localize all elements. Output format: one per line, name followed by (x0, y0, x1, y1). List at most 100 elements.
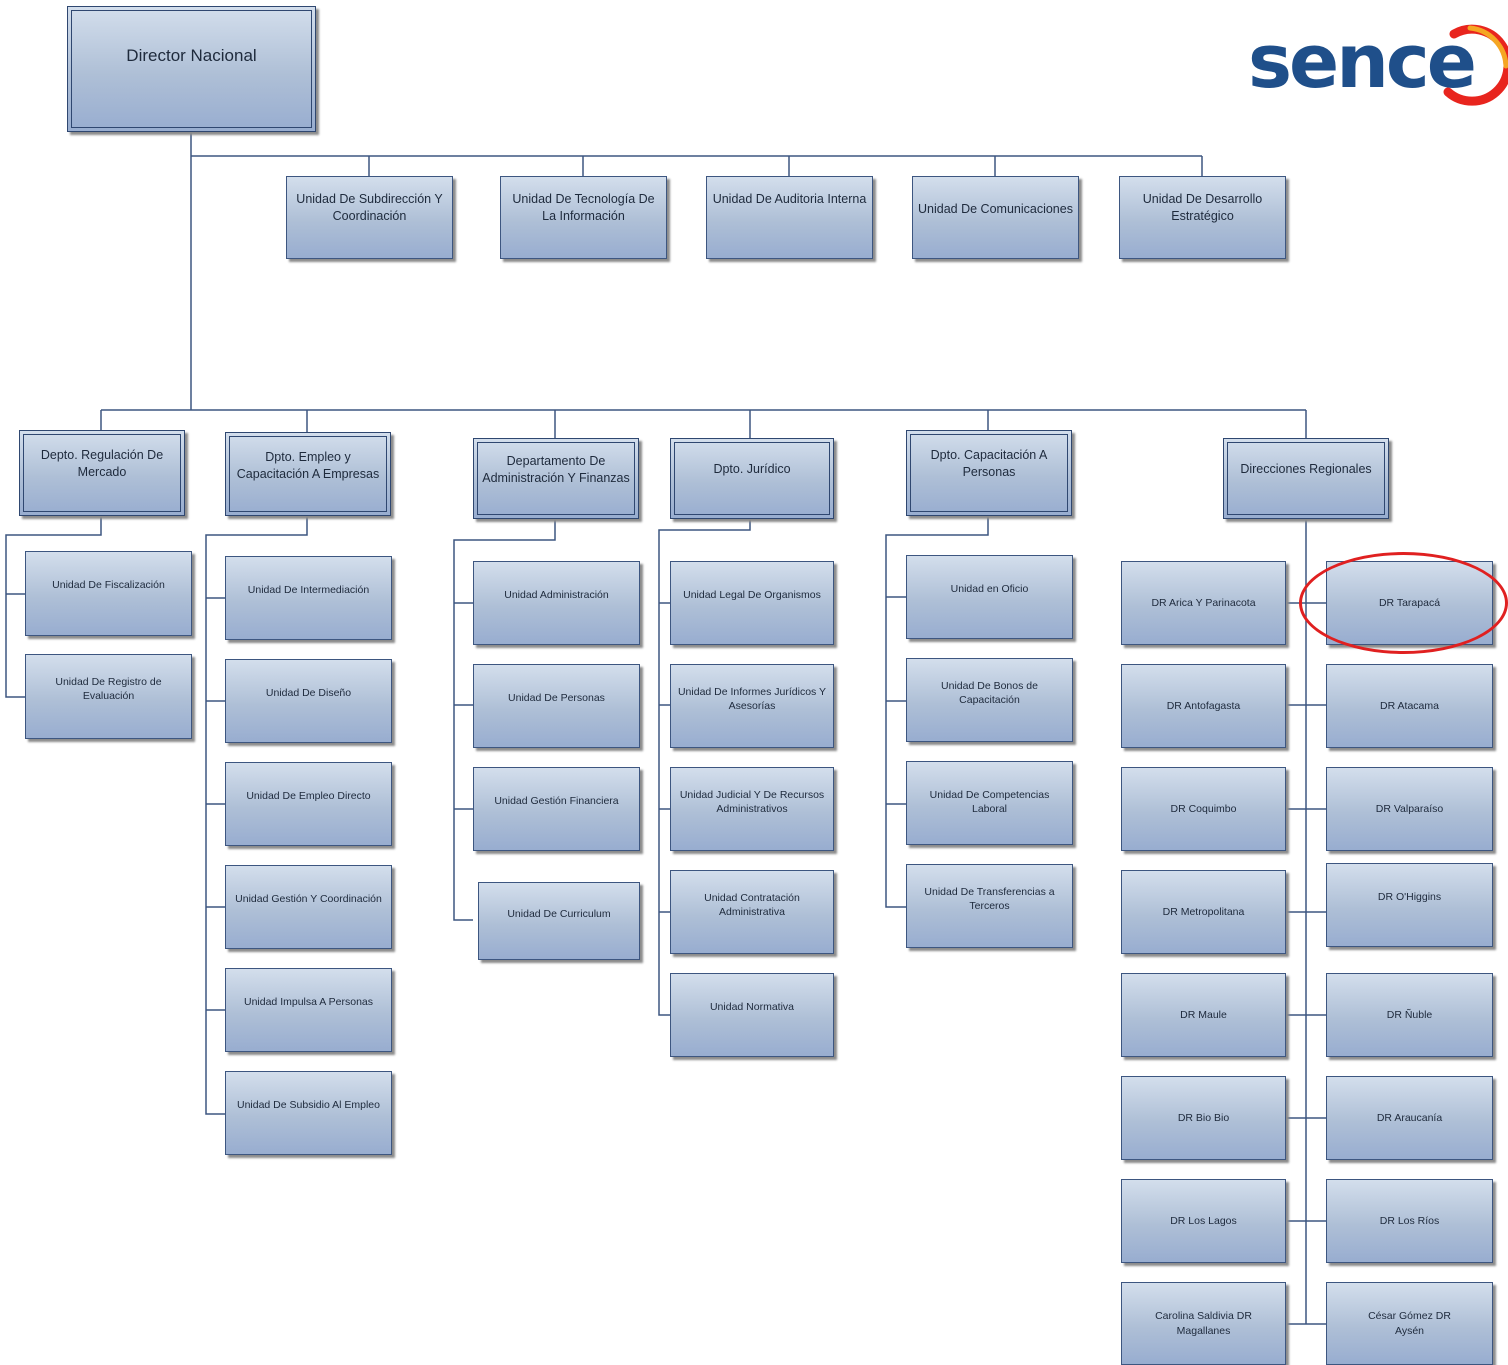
node-label: Dpto. Empleo y Capacitación A Empresas (236, 450, 380, 481)
node-label: Unidad De Comunicaciones (918, 202, 1073, 216)
node-unidad-contratacion: Unidad Contratación Administrativa (670, 870, 834, 954)
node-label: DR Antofagasta (1166, 699, 1241, 712)
node-label: Unidad De Competencias Laboral (929, 789, 1050, 816)
node-dpto-juridico: Dpto. Jurídico (670, 438, 834, 519)
node-label: DR Coquimbo (1170, 802, 1237, 815)
node-unidad-intermediacion: Unidad De Intermediación (225, 556, 392, 640)
node-dr-araucania: DR Araucanía (1326, 1076, 1493, 1160)
highlight-ellipse (1299, 552, 1508, 654)
node-label: Unidad De Bonos de Capacitación (941, 680, 1038, 707)
node-direcciones-regionales: Direcciones Regionales (1223, 438, 1389, 519)
node-depto-regulacion: Depto. Regulación De Mercado (19, 430, 185, 516)
node-dr-bio-bio: DR Bio Bio (1121, 1076, 1286, 1160)
node-label: Unidad Normativa (709, 1001, 795, 1013)
node-dr-antofagasta: DR Antofagasta (1121, 664, 1286, 748)
node-dr-ohiggins: DR O'Higgins (1326, 863, 1493, 947)
node-dpto-capacitacion: Dpto. Capacitación A Personas (906, 430, 1072, 516)
node-unidad-fiscalizacion: Unidad De Fiscalización (25, 551, 192, 636)
node-label: Unidad De Desarrollo Estratégico (1142, 192, 1263, 223)
node-dr-arica: DR Arica Y Parinacota (1121, 561, 1286, 645)
node-depto-administracion: Departamento De Administración Y Finanza… (473, 438, 639, 519)
logo-text: sence (1248, 19, 1477, 105)
sence-logo: sence (1248, 18, 1508, 110)
node-label: DR Valparaíso (1375, 802, 1444, 815)
node-unidad-subdireccion: Unidad De Subdirección Y Coordinación (286, 176, 453, 259)
node-label: Unidad De Intermediación (247, 584, 370, 596)
node-label: Unidad De Tecnología De La Información (512, 192, 655, 223)
node-unidad-curriculum: Unidad De Curriculum (478, 882, 640, 960)
node-label: Depto. Regulación De Mercado (40, 448, 164, 479)
node-label: DR Ñuble (1386, 1008, 1433, 1021)
node-unidad-oficio: Unidad en Oficio (906, 555, 1073, 639)
node-unidad-transferencias: Unidad De Transferencias a Terceros (906, 864, 1073, 948)
node-unidad-comunicaciones: Unidad De Comunicaciones (912, 176, 1079, 259)
node-label: DR Arica Y Parinacota (1151, 596, 1256, 609)
node-label: DR O'Higgins (1377, 891, 1442, 903)
node-unidad-competencias: Unidad De Competencias Laboral (906, 761, 1073, 845)
node-unidad-administracion: Unidad Administración (473, 561, 640, 645)
node-dr-valparaiso: DR Valparaíso (1326, 767, 1493, 851)
node-unidad-personas: Unidad De Personas (473, 664, 640, 748)
node-director-nacional: Director Nacional (67, 6, 316, 132)
node-label: Dpto. Jurídico (713, 462, 791, 476)
node-label: Unidad De Personas (508, 692, 605, 704)
node-unidad-tecnologia: Unidad De Tecnología De La Información (500, 176, 667, 259)
node-dr-magallanes: Carolina Saldivia DR Magallanes (1121, 1282, 1286, 1365)
node-label: Unidad Judicial Y De Recursos Administra… (679, 789, 825, 816)
node-label: Unidad Gestión Y Coordinación (235, 893, 382, 905)
node-dr-los-lagos: DR Los Lagos (1121, 1179, 1286, 1263)
node-label: Unidad De Registro de Evaluación (55, 676, 162, 703)
node-label: Unidad De Subsidio Al Empleo (236, 1099, 380, 1111)
node-label: Carolina Saldivia DR Magallanes (1155, 1310, 1252, 1337)
node-label: Unidad De Curriculum (507, 908, 611, 920)
node-label: DR Atacama (1380, 699, 1439, 712)
node-label: Unidad De Transferencias a Terceros (924, 886, 1055, 913)
node-label: DR Los Lagos (1170, 1214, 1237, 1227)
node-dr-coquimbo: DR Coquimbo (1121, 767, 1286, 851)
node-label: Unidad Contratación Administrativa (704, 892, 800, 919)
node-label: Unidad Impulsa A Personas (244, 996, 373, 1008)
node-unidad-subsidio-empleo: Unidad De Subsidio Al Empleo (225, 1071, 392, 1155)
logo-arc-icon (1443, 24, 1508, 106)
node-unidad-legal-organismos: Unidad Legal De Organismos (670, 561, 834, 645)
node-unidad-judicial-recursos: Unidad Judicial Y De Recursos Administra… (670, 767, 834, 851)
node-unidad-informes-juridicos: Unidad De Informes Jurídicos Y Asesorías (670, 664, 834, 748)
node-label: Unidad De Fiscalización (52, 579, 165, 591)
node-label: DR Bio Bio (1177, 1111, 1230, 1124)
node-label: César Gómez DR Aysén (1368, 1310, 1451, 1337)
node-label: Unidad De Diseño (265, 687, 352, 699)
node-dr-atacama: DR Atacama (1326, 664, 1493, 748)
node-label: DR Los Ríos (1379, 1214, 1440, 1227)
node-label: Dpto. Capacitación A Personas (930, 448, 1048, 479)
node-label: DR Metropolitana (1162, 905, 1245, 918)
node-dr-maule: DR Maule (1121, 973, 1286, 1057)
node-dr-metropolitana: DR Metropolitana (1121, 870, 1286, 954)
node-unidad-diseno: Unidad De Diseño (225, 659, 392, 743)
node-label: Unidad De Informes Jurídicos Y Asesorías (677, 686, 827, 713)
node-dpto-empleo: Dpto. Empleo y Capacitación A Empresas (225, 432, 391, 516)
node-label: DR Araucanía (1376, 1111, 1443, 1124)
node-unidad-empleo-directo: Unidad De Empleo Directo (225, 762, 392, 846)
node-label: Unidad en Oficio (950, 583, 1029, 595)
node-unidad-gestion-coordinacion: Unidad Gestión Y Coordinación (225, 865, 392, 949)
node-label: Unidad Legal De Organismos (683, 589, 821, 601)
node-label: Unidad De Auditoria Interna (712, 192, 867, 206)
node-unidad-desarrollo: Unidad De Desarrollo Estratégico (1119, 176, 1286, 259)
node-unidad-impulsa-personas: Unidad Impulsa A Personas (225, 968, 392, 1052)
node-unidad-bonos: Unidad De Bonos de Capacitación (906, 658, 1073, 742)
node-label: Direcciones Regionales (1240, 462, 1372, 476)
node-unidad-gestion-financiera: Unidad Gestión Financiera (473, 767, 640, 851)
node-unidad-registro-evaluacion: Unidad De Registro de Evaluación (25, 654, 192, 739)
node-unidad-normativa: Unidad Normativa (670, 973, 834, 1057)
node-label: Unidad De Empleo Directo (246, 790, 371, 802)
node-dr-nuble: DR Ñuble (1326, 973, 1493, 1057)
node-label: Unidad De Subdirección Y Coordinación (296, 192, 443, 223)
node-dr-los-rios: DR Los Ríos (1326, 1179, 1493, 1263)
node-label: DR Maule (1180, 1008, 1227, 1021)
node-label: Unidad Gestión Financiera (494, 795, 619, 807)
node-unidad-auditoria: Unidad De Auditoria Interna (706, 176, 873, 259)
node-label: Unidad Administración (504, 589, 609, 601)
node-label: Departamento De Administración Y Finanza… (482, 454, 630, 485)
node-dr-aysen: César Gómez DR Aysén (1326, 1282, 1493, 1365)
